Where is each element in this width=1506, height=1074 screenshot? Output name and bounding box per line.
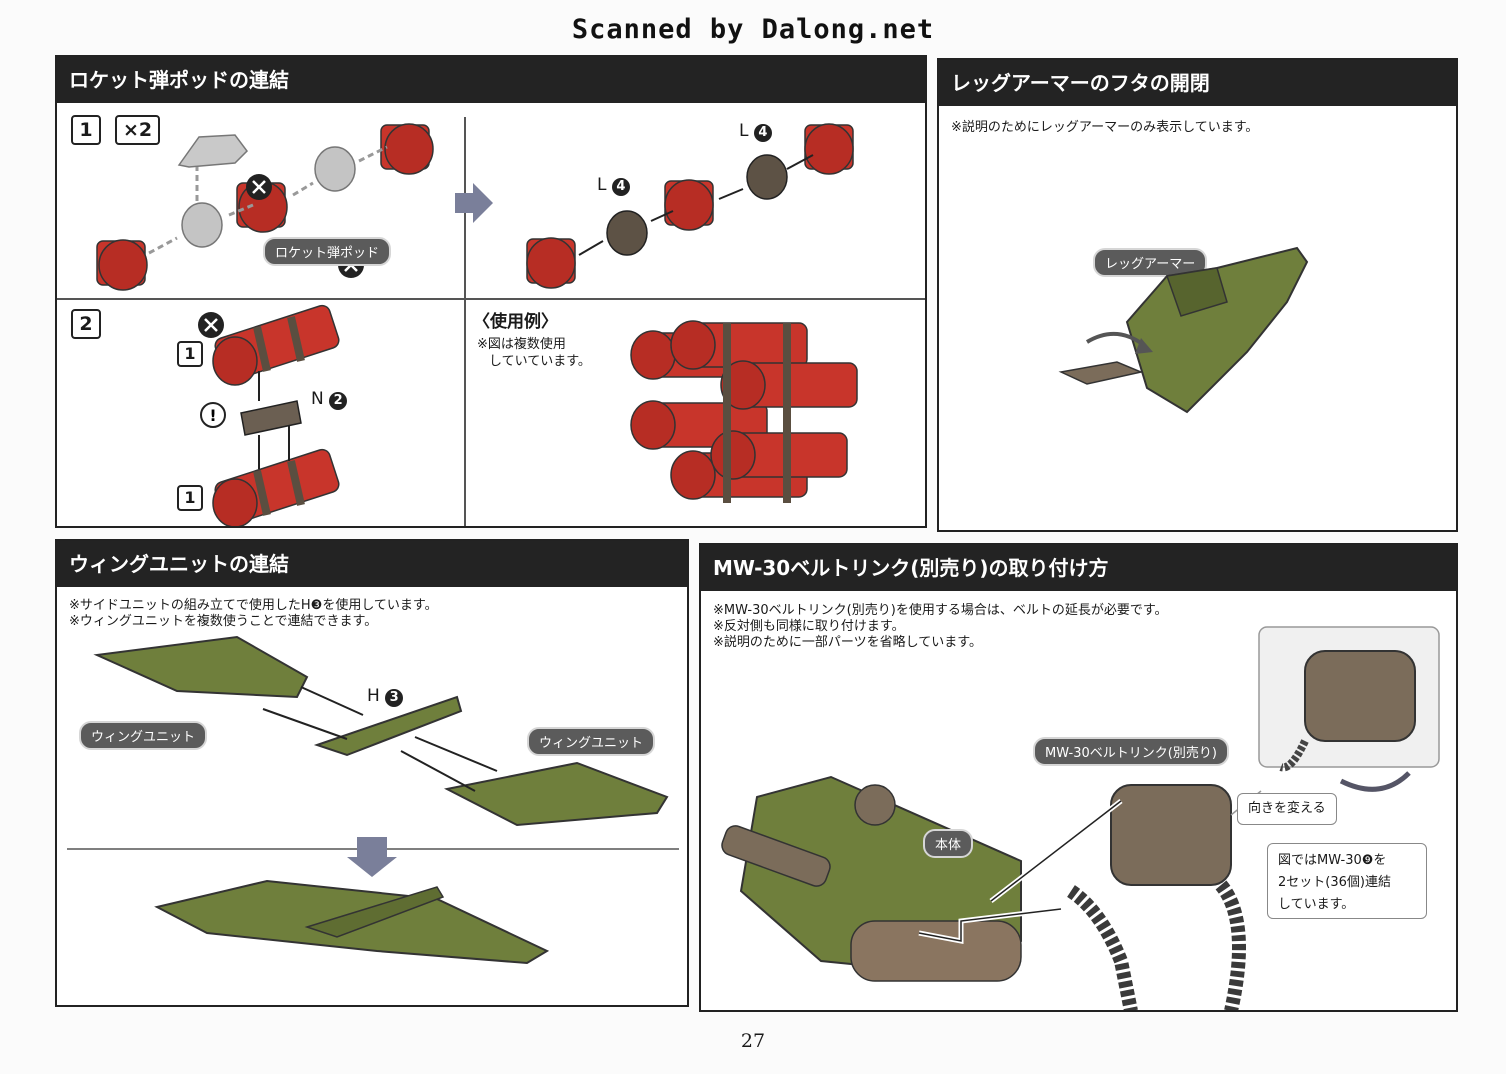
leg-armor-illustration [1058,246,1309,414]
gray-connector-2 [314,146,356,192]
example-illustration [630,320,858,503]
leg-armor-panel: レッグアーマーのフタの開閉 ※説明のためにレッグアーマーのみ表示しています。 レ… [937,58,1458,532]
example-note-2: していています。 [489,354,591,369]
belt-link-label: MW-30ベルトリンク(別売り) [1033,737,1229,766]
belt-link-note-3: ※説明のために一部パーツを省略しています。 [713,635,982,650]
x-mark-icon [198,312,224,338]
belt-set-callout: 図ではMW-30❾を 2セット(36個)連結 しています。 [1267,843,1427,919]
svg-text:!: ! [209,406,216,425]
part-l4-label-a: L 4 [597,175,630,196]
step-1-count: ×2 [115,115,161,145]
belt-link-note-1: ※MW-30ベルトリンク(別売り)を使用する場合は、ベルトの延長が必要です。 [713,603,1168,618]
rocket-pod-title: ロケット弾ポッドの連結 [57,57,925,103]
x-mark-icon [246,174,272,200]
next-step-arrow-icon [455,183,493,223]
page-number: 27 [740,1030,766,1052]
rocket-pod-panel: ロケット弾ポッドの連結 1 ×2 [55,55,927,528]
leg-armor-title: レッグアーマーのフタの開閉 [939,60,1456,106]
watermark: Scanned by Dalong.net [571,14,935,45]
belt-set-callout-line-2: 2セット(36個)連結 [1278,875,1391,890]
wing-unit-illustration [67,635,679,965]
red-pod-left [96,239,148,291]
part-n2-label: N 2 [311,389,348,410]
divider-vertical [464,117,466,526]
wing-unit-panel: ウィングユニットの連結 ※サイドユニットの組み立てで使用したH❸を使用しています… [55,539,689,1007]
step-2-ref-bottom: 1 [177,485,203,511]
number-2-icon: 2 [329,392,348,410]
part-l4-label-b: L 4 [739,121,772,142]
belt-link-panel: MW-30ベルトリンク(別売り)の取り付け方 ※MW-30ベルトリンク(別売り)… [699,543,1458,1012]
belt-link-illustration [721,626,1440,1010]
red-pod-right [380,123,434,175]
example-note-1: ※図は複数使用 [477,337,566,352]
wing-unit-label-right: ウィングユニット [527,727,656,756]
belt-link-title: MW-30ベルトリンク(別売り)の取り付け方 [701,545,1456,591]
number-3-icon: 3 [385,689,404,707]
wing-unit-note-1: ※サイドユニットの組み立てで使用したH❸を使用しています。 [69,598,438,613]
down-arrow-icon [347,837,397,877]
gray-connector-1 [181,202,223,248]
number-4-icon: 4 [611,178,630,196]
main-body-label: 本体 [923,829,974,858]
rocket-pod-label: ロケット弾ポッド [263,237,392,266]
gray-clip-part [177,134,248,168]
wing-unit-label-left: ウィングユニット [79,721,208,750]
wing-unit-title: ウィングユニットの連結 [57,541,687,587]
turn-direction-label: 向きを変える [1237,793,1337,825]
turn-arrow-icon [1339,771,1411,792]
number-4-icon: 4 [753,124,772,142]
caution-icon: ! [200,402,226,428]
part-h3-label: H 3 [367,686,404,707]
divider-horizontal [57,298,925,300]
step-2-ref-top: 1 [177,341,203,367]
step-2-illustration: ! [200,304,340,526]
leg-armor-note: ※説明のためにレッグアーマーのみ表示しています。 [951,120,1259,135]
step-2-number: 2 [71,309,101,339]
belt-set-callout-line-1: 図ではMW-30❾を [1278,853,1387,868]
step-1-number: 1 [71,115,101,145]
wing-unit-note-2: ※ウィングユニットを複数使うことで連結できます。 [69,614,378,629]
connector-part-n2 [240,400,302,436]
example-title: 〈使用例〉 [473,312,558,332]
belt-link-note-2: ※反対側も同様に取り付けます。 [713,619,905,634]
belt-set-callout-line-3: しています。 [1278,897,1355,912]
step-1-result-illustration [526,123,854,289]
